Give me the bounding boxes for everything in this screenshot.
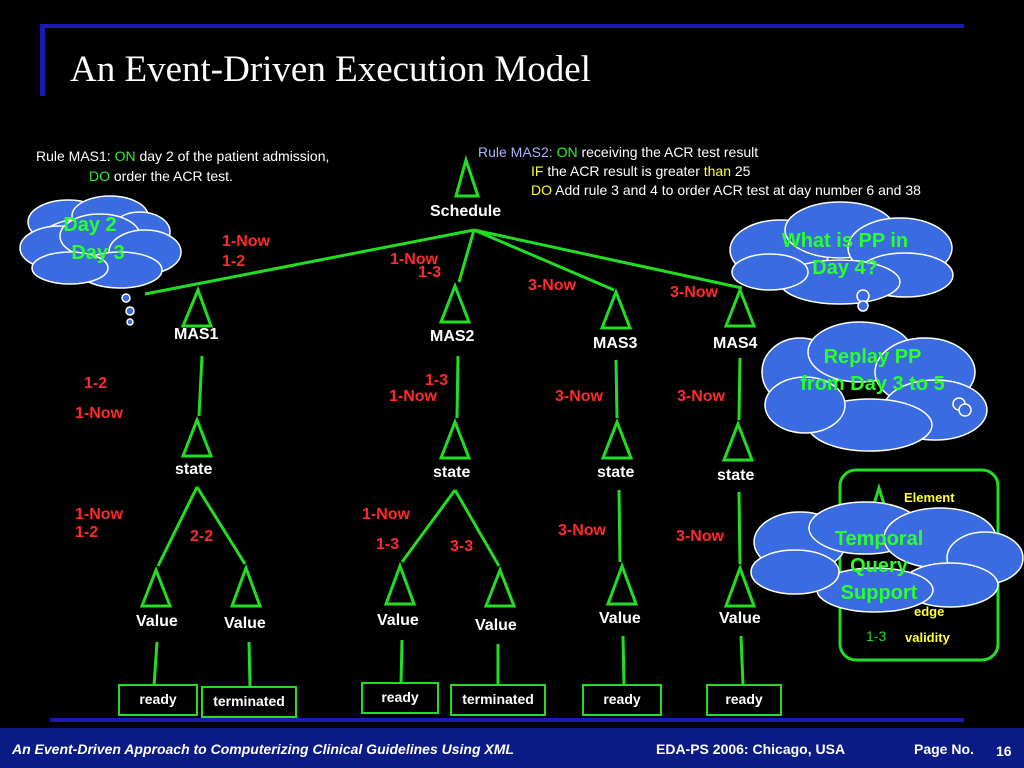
triangle-value5 <box>605 561 639 606</box>
status-ready-4: ready <box>706 684 782 716</box>
legend-validity-label: validity <box>905 630 950 645</box>
triangle-mas4 <box>723 285 757 328</box>
status-ready-3: ready <box>582 684 662 716</box>
triangle-state1 <box>180 415 214 458</box>
node-state4: state <box>717 467 755 484</box>
validity-label: 2-2 <box>190 528 214 545</box>
node-value2: Value <box>224 615 266 632</box>
triangle-state4 <box>721 419 755 462</box>
validity-label: 1-2 <box>84 375 108 392</box>
cloud-pp-day4 <box>729 201 954 312</box>
node-value4: Value <box>475 617 517 634</box>
title-accent-vertical <box>40 24 45 96</box>
validity-label: 1-3 <box>376 536 400 553</box>
node-state3: state <box>597 464 635 481</box>
cloud-text-day2: Day 2 <box>63 214 117 236</box>
node-mas4: MAS4 <box>713 335 758 352</box>
node-schedule: Schedule <box>430 203 502 220</box>
validity-label: 1-Now <box>75 506 123 523</box>
triangle-mas2 <box>438 281 472 324</box>
validity-label: 1-2 <box>222 253 246 270</box>
node-mas3: MAS3 <box>593 335 638 352</box>
triangle-mas1 <box>180 285 214 328</box>
validity-label: 1-3 <box>418 264 442 281</box>
validity-label: 3-Now <box>528 277 576 294</box>
footer-bar <box>0 728 1024 768</box>
validity-label: 1-Now <box>389 388 437 405</box>
validity-label: 1-Now <box>75 405 123 422</box>
status-terminated-2: terminated <box>450 684 546 716</box>
legend-validity-number: 1-3 <box>866 628 887 644</box>
validity-label: 3-3 <box>450 538 474 555</box>
cloud-text-replay: Replay PP from Day 3 to 5 <box>800 346 945 395</box>
validity-label: 3-Now <box>670 284 718 301</box>
footer-left-text: An Event-Driven Approach to Computerizin… <box>12 741 514 757</box>
page-title: An Event-Driven Execution Model <box>70 49 591 90</box>
validity-label: 1-Now <box>222 233 270 250</box>
cloud-text-pp-day4: What is PP in Day 4? <box>781 230 909 279</box>
validity-label: 3-Now <box>677 388 725 405</box>
footer-page-number: 16 <box>996 743 1012 759</box>
footer-middle-text: EDA-PS 2006: Chicago, USA <box>656 741 846 757</box>
rule-mas2: Rule MAS2: ON receiving the ACR test res… <box>478 144 921 198</box>
node-state2: state <box>433 464 471 481</box>
triangle-mas3 <box>599 287 633 330</box>
cloud-day3 <box>19 213 182 326</box>
node-mas2: MAS2 <box>430 328 475 345</box>
node-value1: Value <box>136 613 178 630</box>
triangle-value4 <box>483 565 517 608</box>
node-value5: Value <box>599 610 641 627</box>
triangle-value1 <box>139 565 173 608</box>
validity-label: 3-Now <box>676 528 724 545</box>
title-accent-horizontal <box>40 24 964 28</box>
footer-page-label: Page No. <box>914 741 974 757</box>
cloud-replay <box>761 321 988 452</box>
legend-edge-label: edge <box>914 604 945 619</box>
cloud-text-day3: Day 3 <box>71 242 125 264</box>
rule-mas1: Rule MAS1: ON day 2 of the patient admis… <box>36 148 330 184</box>
node-value6: Value <box>719 610 761 627</box>
status-terminated-1: terminated <box>201 686 297 718</box>
triangle-state2 <box>438 417 472 460</box>
triangle-value2 <box>229 563 263 608</box>
triangle-state3 <box>600 417 634 460</box>
node-value3: Value <box>377 612 419 629</box>
node-mas1: MAS1 <box>174 326 219 343</box>
validity-label: 1-2 <box>75 524 99 541</box>
status-ready-2: ready <box>361 682 439 714</box>
triangle-value6 <box>723 563 757 608</box>
cloud-temporal <box>750 501 1024 613</box>
validity-label: 1-3 <box>425 372 449 389</box>
triangle-value3 <box>383 561 417 606</box>
status-ready-1: ready <box>118 684 198 716</box>
validity-label: 3-Now <box>558 522 606 539</box>
node-state1: state <box>175 461 213 478</box>
validity-label: 3-Now <box>555 388 603 405</box>
validity-label: 1-Now <box>390 251 438 268</box>
triangle-schedule <box>454 154 481 198</box>
validity-label: 1-Now <box>362 506 410 523</box>
legend-element-label: Element <box>904 490 955 505</box>
cloud-text-temporal: Temporal Query Support <box>834 528 924 604</box>
